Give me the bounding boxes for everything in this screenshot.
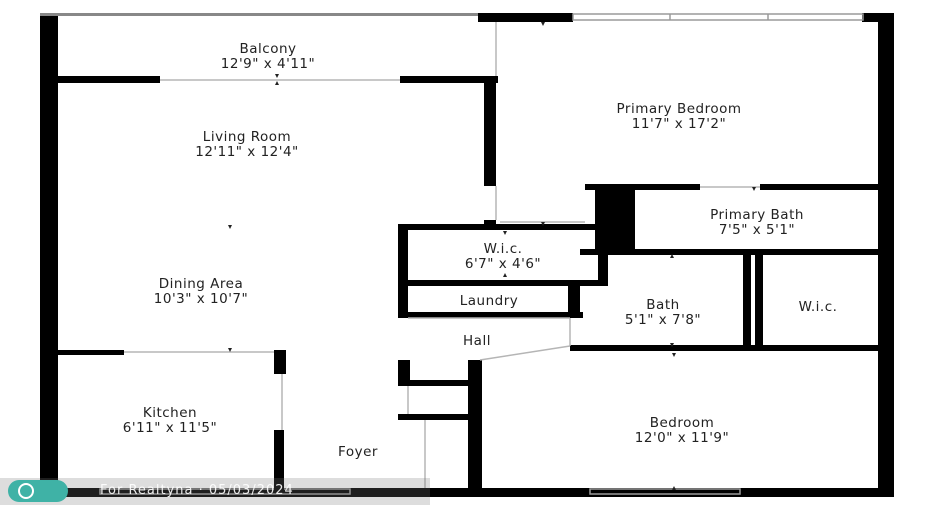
- room-hall: Hall: [463, 334, 491, 349]
- room-dining: Dining Area 10'3" x 10'7": [154, 277, 248, 307]
- room-wic-1: W.i.c. 6'7" x 4'6": [465, 242, 541, 272]
- exterior-walls: [40, 13, 894, 497]
- room-primary-bath-dims: 7'5" x 5'1": [718, 222, 796, 238]
- interior-walls: [58, 76, 880, 490]
- room-kitchen-name: Kitchen: [142, 405, 198, 421]
- room-primary-bath-name: Primary Bath: [710, 207, 804, 223]
- room-bath-dims: 5'1" x 7'8": [624, 312, 702, 328]
- room-kitchen: Kitchen 6'11" x 11'5": [123, 406, 217, 436]
- room-primary-bedroom: Primary Bedroom 11'7" x 17'2": [616, 102, 741, 132]
- logo-ring-icon: [18, 483, 34, 499]
- room-kitchen-dims: 6'11" x 11'5": [122, 420, 218, 436]
- room-bath-name: Bath: [646, 297, 680, 313]
- room-hall-name: Hall: [463, 333, 491, 349]
- window-frames: [99, 13, 864, 495]
- room-balcony: Balcony 12'9" x 4'11": [221, 42, 315, 72]
- room-balcony-name: Balcony: [239, 41, 297, 57]
- watermark: For Realtyna · 05/03/2024: [0, 478, 430, 505]
- thin-partitions: [124, 22, 760, 488]
- room-laundry-name: Laundry: [459, 293, 519, 309]
- room-dining-dims: 10'3" x 10'7": [153, 291, 249, 307]
- room-primary-bath: Primary Bath 7'5" x 5'1": [710, 208, 804, 238]
- room-bedroom-dims: 12'0" x 11'9": [634, 430, 730, 446]
- room-primary-bedroom-dims: 11'7" x 17'2": [631, 116, 727, 132]
- room-living: Living Room 12'11" x 12'4": [195, 130, 299, 160]
- room-foyer-name: Foyer: [338, 444, 378, 460]
- room-wic-2-name: W.i.c.: [798, 299, 838, 315]
- room-foyer: Foyer: [338, 445, 378, 460]
- room-bedroom: Bedroom 12'0" x 11'9": [635, 416, 729, 446]
- room-wic-1-name: W.i.c.: [483, 241, 523, 257]
- room-dining-name: Dining Area: [158, 276, 244, 292]
- watermark-text: For Realtyna · 05/03/2024: [100, 483, 294, 498]
- room-wic-2: W.i.c.: [799, 300, 838, 315]
- room-laundry: Laundry: [460, 294, 519, 309]
- room-bath: Bath 5'1" x 7'8": [625, 298, 701, 328]
- room-living-dims: 12'11" x 12'4": [195, 144, 299, 160]
- watermark-logo: [8, 480, 68, 502]
- room-primary-bedroom-name: Primary Bedroom: [616, 101, 742, 117]
- room-bedroom-name: Bedroom: [649, 415, 715, 431]
- room-wic-1-dims: 6'7" x 4'6": [464, 256, 542, 272]
- dimension-ticks: [228, 22, 756, 490]
- room-balcony-dims: 12'9" x 4'11": [220, 56, 316, 72]
- room-living-name: Living Room: [202, 129, 292, 145]
